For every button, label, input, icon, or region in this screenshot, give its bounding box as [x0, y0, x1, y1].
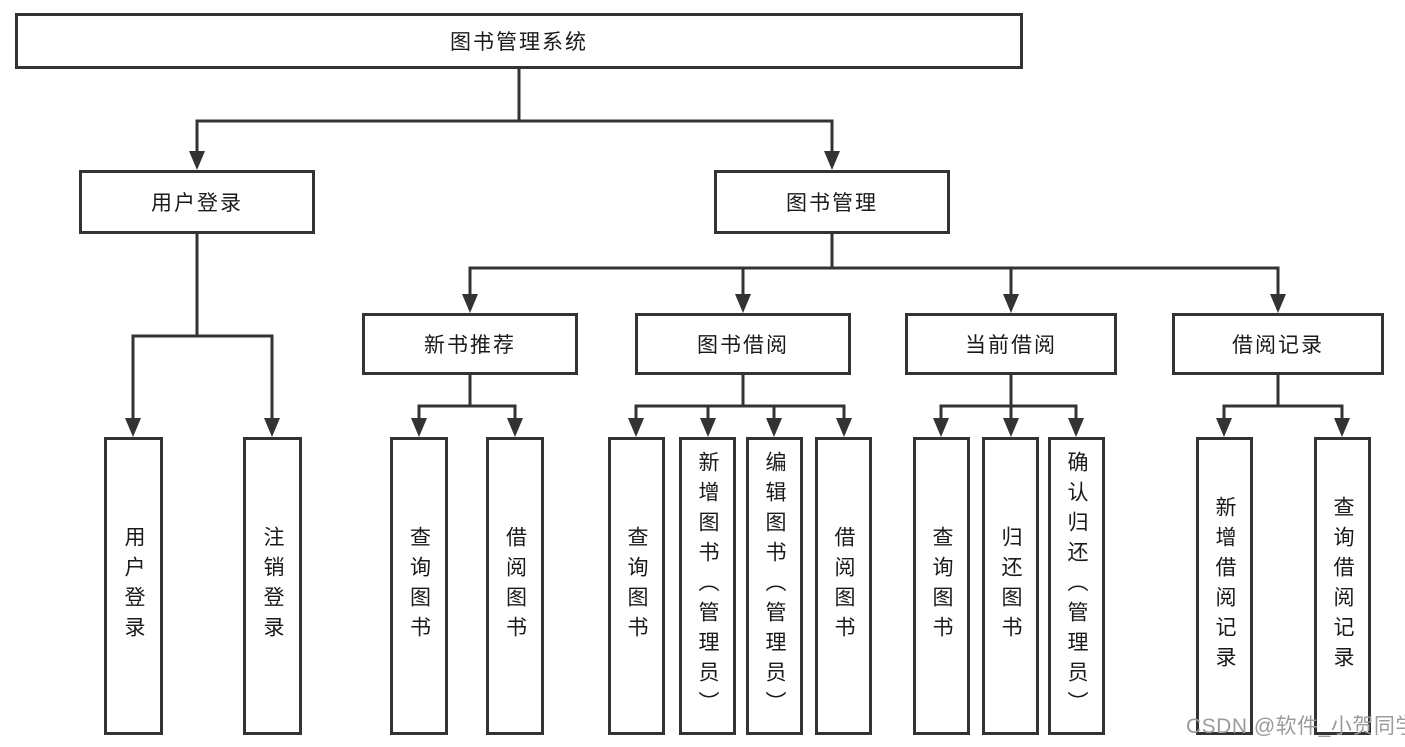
node-book-borrowing: 图书借阅 [635, 313, 851, 375]
node-user-login: 用户登录 [79, 170, 315, 234]
leaf-query-borrowing-record: 查询借阅记录 [1314, 437, 1371, 735]
leaf-return-books: 归还图书 [982, 437, 1039, 735]
leaf-logout-login: 注销登录 [243, 437, 302, 735]
leaf-user-login: 用户登录 [104, 437, 163, 735]
node-book-management: 图书管理 [714, 170, 950, 234]
node-borrowing-records: 借阅记录 [1172, 313, 1384, 375]
leaf-add-book-admin: 新增图书（管理员） [679, 437, 736, 735]
leaf-query-books-recommend: 查询图书 [390, 437, 448, 735]
leaf-confirm-return-admin: 确认归还（管理员） [1048, 437, 1105, 735]
leaf-add-borrowing-record: 新增借阅记录 [1196, 437, 1253, 735]
node-current-borrowing: 当前借阅 [905, 313, 1117, 375]
leaf-borrow-books-borrowing: 借阅图书 [815, 437, 872, 735]
leaf-query-books-current: 查询图书 [913, 437, 970, 735]
node-new-book-recommendation: 新书推荐 [362, 313, 578, 375]
watermark: CSDN @软件_小贺同学 [1186, 715, 1405, 738]
leaf-query-books-borrowing: 查询图书 [608, 437, 665, 735]
leaf-edit-book-admin: 编辑图书（管理员） [746, 437, 803, 735]
node-root: 图书管理系统 [15, 13, 1023, 69]
leaf-borrow-books-recommend: 借阅图书 [486, 437, 544, 735]
